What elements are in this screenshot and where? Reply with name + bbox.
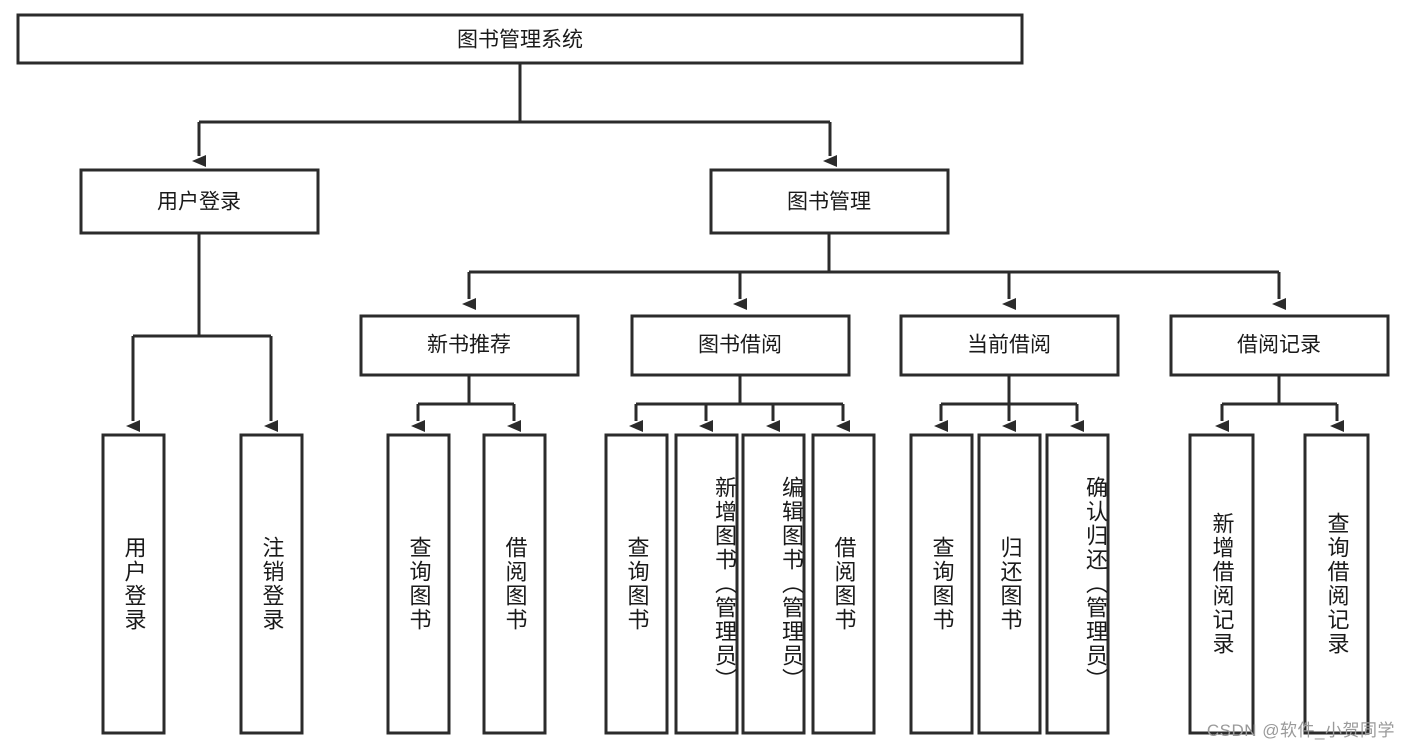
leaf-box-current-borrow-2[interactable] <box>977 433 1042 735</box>
node-borrow-record[interactable]: 借阅记录 <box>1169 314 1390 377</box>
csdn-watermark: CSDN @软件_小贺同学 <box>1206 721 1395 740</box>
leaf-box-borrow-record-2[interactable] <box>1303 433 1370 735</box>
node-borrow-record-label: 借阅记录 <box>1237 334 1321 357</box>
leaf-box-book-borrow-4[interactable] <box>811 433 876 735</box>
leaf-box-user-login-1[interactable] <box>101 433 166 735</box>
node-root-label: 图书管理系统 <box>457 29 583 52</box>
node-user-login-label: 用户登录 <box>157 191 241 214</box>
leaf-box-borrow-record-1[interactable] <box>1188 433 1255 735</box>
node-book-borrow-label: 图书借阅 <box>698 334 782 357</box>
node-book-management[interactable]: 图书管理 <box>709 168 950 235</box>
leaf-box-user-login-2[interactable] <box>239 433 304 735</box>
leaf-box-new-book-1[interactable] <box>386 433 451 735</box>
leaf-box-current-borrow-3[interactable] <box>1045 433 1110 735</box>
leaf-box-new-book-2[interactable] <box>482 433 547 735</box>
leaf-box-book-borrow-1[interactable] <box>604 433 669 735</box>
leaf-box-book-borrow-3[interactable] <box>741 433 806 735</box>
leaf-box-current-borrow-1[interactable] <box>909 433 974 735</box>
node-user-login[interactable]: 用户登录 <box>79 168 320 235</box>
node-current-borrow[interactable]: 当前借阅 <box>899 314 1120 377</box>
node-book-management-label: 图书管理 <box>787 191 871 214</box>
node-new-book-recommend[interactable]: 新书推荐 <box>359 314 580 377</box>
node-book-borrow[interactable]: 图书借阅 <box>630 314 851 377</box>
node-root[interactable]: 图书管理系统 <box>16 13 1024 65</box>
node-new-book-recommend-label: 新书推荐 <box>427 334 511 357</box>
node-current-borrow-label: 当前借阅 <box>967 334 1051 357</box>
leaf-box-book-borrow-2[interactable] <box>674 433 739 735</box>
